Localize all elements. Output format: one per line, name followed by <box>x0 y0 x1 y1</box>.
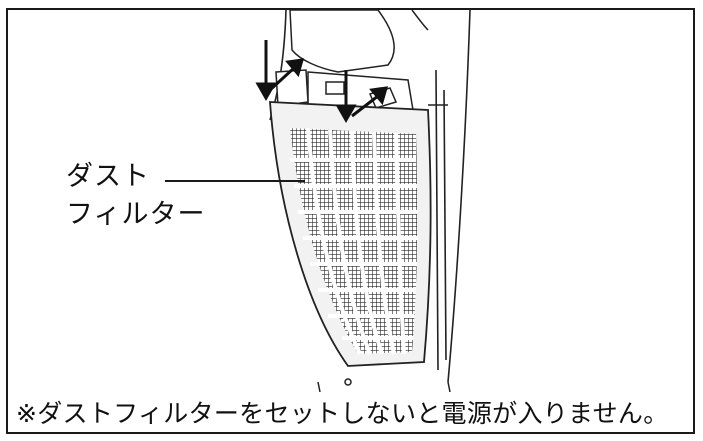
tower-base <box>317 378 451 392</box>
dust-filter-label-line2: フィルター <box>66 199 206 230</box>
label-leader-line <box>165 180 305 182</box>
diagonal-arrow-icon <box>268 58 389 118</box>
power-note: ※ダストフィルターをセットしないと電源が入りません。 <box>16 399 669 428</box>
dust-filter-label-line1: ダスト <box>66 161 150 192</box>
figure-frame: ダスト フィルター ※ダストフィルターをセットしないと電源が入りません。 <box>6 8 695 434</box>
air-purifier-illustration <box>255 10 471 392</box>
dust-filter-frame <box>269 101 432 367</box>
down-arrow-icon <box>255 40 357 124</box>
